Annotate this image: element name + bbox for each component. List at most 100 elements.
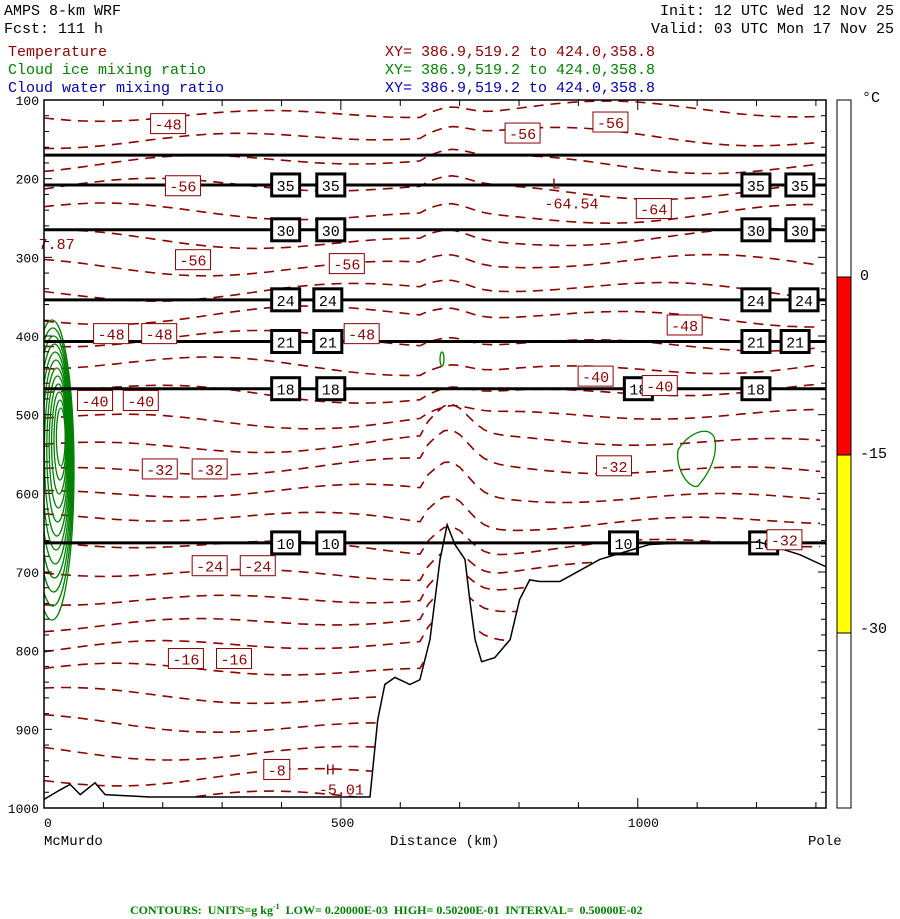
temperature-label: -56 bbox=[509, 127, 536, 144]
isotherm-line bbox=[44, 638, 821, 685]
temperature-label-box bbox=[504, 122, 541, 144]
black-contour-label: 18 bbox=[277, 383, 295, 400]
temperature-label-box bbox=[77, 390, 114, 412]
isotherm-line bbox=[44, 329, 821, 352]
contour-units: CONTOURS: UNITS=g kg bbox=[130, 903, 273, 917]
temperature-label-box bbox=[666, 314, 703, 336]
colorbar-band bbox=[836, 454, 852, 634]
black-contour-label-box bbox=[740, 329, 772, 355]
black-contour-label-box bbox=[270, 217, 302, 243]
temperature-label: -56 bbox=[169, 180, 196, 197]
temperature-label: -32 bbox=[601, 460, 628, 477]
colorbar-label-15: -15 bbox=[860, 446, 888, 463]
y-tick-label: 600 bbox=[16, 487, 39, 502]
temperature-label: -8 bbox=[268, 763, 286, 780]
temperature-label-box bbox=[164, 175, 201, 197]
y-tick-label: 500 bbox=[16, 409, 39, 424]
isotherm-line bbox=[44, 771, 821, 800]
black-contour-label: 10 bbox=[615, 537, 633, 554]
y-tick-label: 1000 bbox=[8, 802, 39, 817]
isotherm-line bbox=[44, 279, 821, 303]
extremum-marker: L bbox=[552, 176, 561, 193]
colorbar-label-30: -30 bbox=[860, 621, 888, 638]
temperature-label-box bbox=[191, 555, 228, 577]
black-contour-label: 30 bbox=[747, 224, 765, 241]
temperature-label-box bbox=[343, 323, 380, 345]
y-tick-label: 400 bbox=[16, 330, 39, 345]
black-contour-label-box bbox=[740, 172, 772, 198]
field-cloud-water: Cloud water mixing ratio bbox=[8, 80, 225, 97]
plot-frame bbox=[43, 99, 827, 809]
black-contour-label: 35 bbox=[747, 179, 765, 196]
colorbar-band bbox=[836, 276, 852, 456]
black-contour-label: 24 bbox=[277, 294, 295, 311]
temperature-label-box bbox=[141, 323, 178, 345]
temperature-label: -40 bbox=[127, 395, 154, 412]
black-contour-label: 35 bbox=[277, 179, 295, 196]
cloud-ice-contour bbox=[44, 319, 75, 621]
x-tick-label: 1000 bbox=[628, 816, 659, 831]
y-tick-label: 800 bbox=[16, 645, 39, 660]
black-contour-label: 24 bbox=[747, 294, 765, 311]
valid-time: Valid: 03 UTC Mon 17 Nov 25 bbox=[650, 21, 894, 38]
y-tick-label: 300 bbox=[16, 251, 39, 266]
field-cloud-ice: Cloud ice mixing ratio bbox=[8, 62, 207, 79]
temperature-label-box bbox=[577, 365, 614, 387]
cloud-ice-contour bbox=[48, 383, 69, 509]
isotherm-line bbox=[44, 745, 821, 787]
y-tick-label: 900 bbox=[16, 723, 39, 738]
black-contour-label-box bbox=[784, 217, 816, 243]
black-contour-label: 21 bbox=[786, 336, 804, 353]
cloud-ice-contour bbox=[44, 343, 73, 579]
y-tick-label: 200 bbox=[16, 173, 39, 188]
isotherm-line bbox=[44, 668, 821, 709]
temperature-label: -32 bbox=[146, 463, 173, 480]
cloud-ice-contour bbox=[53, 399, 67, 481]
black-contour-label: 18 bbox=[747, 383, 765, 400]
extremum-value: -64.54 bbox=[545, 196, 599, 213]
black-contour-label-box bbox=[784, 172, 816, 198]
temperature-label: -32 bbox=[196, 463, 223, 480]
extremum-marker: H bbox=[326, 762, 335, 779]
black-contour-label: 21 bbox=[277, 336, 295, 353]
init-time: Init: 12 UTC Wed 12 Nov 25 bbox=[659, 3, 894, 20]
model-title: AMPS 8-km WRF bbox=[4, 3, 122, 20]
black-contour-label-box bbox=[788, 287, 820, 313]
temperature-label: -56 bbox=[180, 254, 207, 271]
cloud-ice-contour bbox=[677, 430, 717, 488]
isotherm-line bbox=[44, 253, 821, 277]
temperature-label: -48 bbox=[98, 328, 125, 345]
isotherm-line bbox=[44, 383, 821, 404]
cloud-ice-contours bbox=[44, 319, 717, 621]
temperature-label: -24 bbox=[196, 560, 223, 577]
temperature-label: -40 bbox=[582, 370, 609, 387]
cloud-ice-contour bbox=[44, 351, 72, 565]
black-contour-label: 30 bbox=[322, 224, 340, 241]
black-contour-label: 21 bbox=[747, 336, 765, 353]
isotherm-line bbox=[44, 356, 821, 377]
temperature-label-box bbox=[141, 458, 178, 480]
temperature-label-box bbox=[122, 390, 159, 412]
temperature-label-box bbox=[328, 253, 365, 275]
forecast-hour: Fcst: 111 h bbox=[4, 21, 104, 38]
temperature-label: -48 bbox=[155, 118, 182, 135]
black-contour-label-box bbox=[270, 329, 302, 355]
field-temperature-xy: XY= 386.9,519.2 to 424.0,358.8 bbox=[385, 44, 656, 61]
black-contour-label: 35 bbox=[791, 179, 809, 196]
isotherm-line bbox=[44, 548, 821, 582]
colorbar-label-0: 0 bbox=[860, 268, 870, 285]
temperature-label: -16 bbox=[220, 653, 247, 670]
x-tick-label: 500 bbox=[331, 816, 354, 831]
x-start-label: McMurdo bbox=[44, 834, 103, 850]
isotherm-line bbox=[44, 404, 820, 430]
black-contour-label-box bbox=[270, 376, 302, 402]
black-contour-label: 18 bbox=[322, 383, 340, 400]
extremum-value: -5.01 bbox=[319, 782, 364, 799]
y-tick-label: 100 bbox=[16, 94, 39, 109]
temperature-label: -56 bbox=[333, 258, 360, 275]
black-contour-label-box bbox=[270, 172, 302, 198]
cloud-ice-contour bbox=[44, 359, 71, 551]
x-tick-label: 0 bbox=[44, 816, 52, 831]
contour-units-exponent: -1 bbox=[272, 902, 280, 911]
isotherm-line bbox=[44, 696, 821, 733]
